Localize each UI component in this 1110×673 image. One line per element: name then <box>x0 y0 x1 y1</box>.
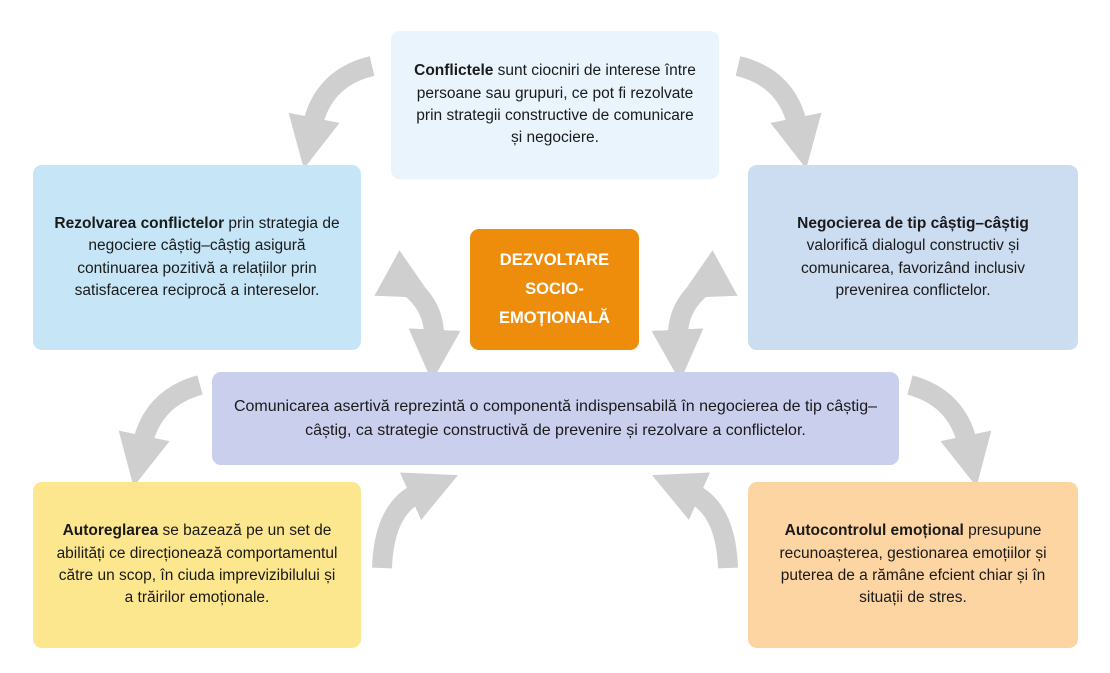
box-self-regulation-text: Autoreglarea se bazează pe un set de abi… <box>53 520 341 610</box>
box-self-regulation: Autoreglarea se bazează pe un set de abi… <box>33 482 361 648</box>
arrow-right-double <box>651 250 738 382</box>
box-emotional-self-control-bold: Autocontrolul emoțional <box>784 522 964 540</box>
arrow-top-to-right <box>735 56 822 169</box>
box-win-win-negotiation-body: valorifică dialogul constructiv și comun… <box>801 237 1025 299</box>
box-emotional-self-control-text: Autocontrolul emoțional presupune recuno… <box>768 520 1058 610</box>
box-conflict-resolution: Rezolvarea conflictelor prin strategia d… <box>33 165 361 350</box>
box-conflict-resolution-bold: Rezolvarea conflictelor <box>54 214 225 232</box>
box-self-regulation-bold: Autoreglarea <box>62 522 159 540</box>
box-conflict-resolution-body: prin strategia de negociere câștig–câști… <box>74 214 340 299</box>
box-conflicts-bold: Conflictele <box>414 62 494 80</box>
box-conflicts: Conflictele sunt ciocniri de interese în… <box>391 31 719 179</box>
arrow-top-to-left <box>288 56 375 169</box>
arrow-left-double <box>374 250 461 382</box>
arrow-bottom-left-to-center <box>372 472 459 569</box>
box-win-win-negotiation-text: Negocierea de tip câștig–câștig valorifi… <box>768 213 1058 303</box>
box-assertive-communication: Comunicarea asertivă reprezintă o compon… <box>212 372 899 465</box>
core-label: DEZVOLTARE SOCIO- EMOȚIONALĂ <box>499 251 610 327</box>
box-emotional-self-control: Autocontrolul emoțional presupune recuno… <box>748 482 1078 648</box>
arrow-center-to-bottom-left <box>118 375 203 487</box>
box-win-win-negotiation: Negocierea de tip câștig–câștig valorifi… <box>748 165 1078 350</box>
arrow-bottom-right-to-center <box>651 472 738 569</box>
box-conflicts-body: sunt ciocniri de interese între persoane… <box>416 62 696 147</box>
box-self-regulation-body: se bazează pe un set de abilități ce dir… <box>56 522 338 607</box>
box-win-win-negotiation-bold: Negocierea de tip câștig–câștig <box>797 214 1029 232</box>
box-conflicts-text: Conflictele sunt ciocniri de interese în… <box>411 60 699 150</box>
box-assertive-communication-text: Comunicarea asertivă reprezintă o compon… <box>233 398 878 439</box>
core-node: DEZVOLTARE SOCIO- EMOȚIONALĂ <box>470 229 639 350</box>
arrow-center-to-bottom-right <box>907 375 992 487</box>
box-conflict-resolution-text: Rezolvarea conflictelor prin strategia d… <box>53 213 341 303</box>
box-emotional-self-control-body: presupune recunoașterea, gestionarea emo… <box>779 522 1047 607</box>
